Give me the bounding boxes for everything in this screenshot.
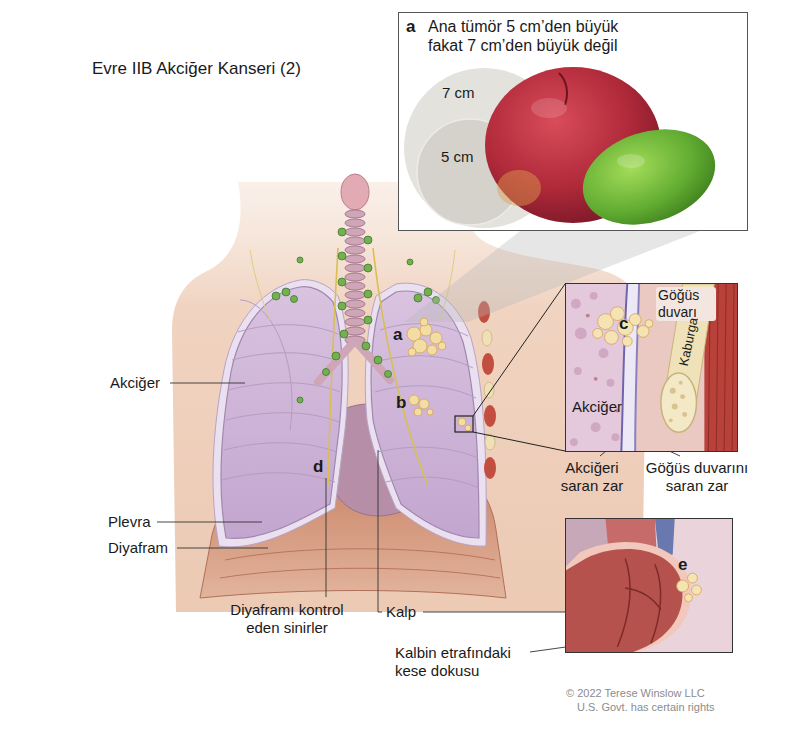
dimension-label: 7 cm bbox=[442, 84, 475, 102]
part-label: Akciğer bbox=[572, 398, 622, 416]
left-lung bbox=[371, 291, 479, 538]
part-label: Akciğer bbox=[110, 374, 160, 392]
zoom-inset: cGöğüs duvarıKaburgaAkciğer bbox=[565, 283, 738, 452]
inset-caption: Ana tümör 5 cm’den büyük fakat 7 cm’den … bbox=[428, 17, 643, 55]
part-label: Göğüs duvarı bbox=[656, 287, 716, 321]
copyright-note: © 2022 Terese Winslow LLC bbox=[566, 687, 705, 700]
heart-inset: e bbox=[565, 518, 733, 653]
part-label: Diyafram bbox=[108, 539, 168, 557]
part-label: Plevra bbox=[108, 513, 151, 531]
callout-letter: d bbox=[313, 457, 323, 477]
part-label: Diyaframı kontrol eden sinirler bbox=[212, 601, 362, 637]
part-label: Kalbin etrafındaki kese dokusu bbox=[395, 644, 545, 680]
inset-box: a Ana tümör 5 cm’den büyük fakat 7 cm’den… bbox=[398, 12, 748, 231]
callout-letter: c bbox=[619, 314, 628, 334]
callout-letter: b bbox=[396, 393, 406, 413]
part-label: Akciğeri saran zar bbox=[548, 459, 636, 495]
callout-letter: a bbox=[406, 17, 415, 37]
callout-letter: a bbox=[393, 325, 402, 345]
size-circle: 5 cm bbox=[416, 118, 524, 226]
size-circle: 7 cm 5 cm bbox=[404, 68, 564, 228]
diagram-title: Evre IIB Akciğer Kanseri (2) bbox=[92, 59, 301, 79]
part-label: Göğüs duvarını saran zar bbox=[636, 459, 758, 495]
right-lung bbox=[221, 287, 342, 539]
part-label: Kalp bbox=[386, 603, 416, 621]
callout-letter: e bbox=[678, 555, 687, 575]
dimension-label: 5 cm bbox=[441, 148, 474, 166]
copyright-note: U.S. Govt. has certain rights bbox=[577, 701, 715, 714]
